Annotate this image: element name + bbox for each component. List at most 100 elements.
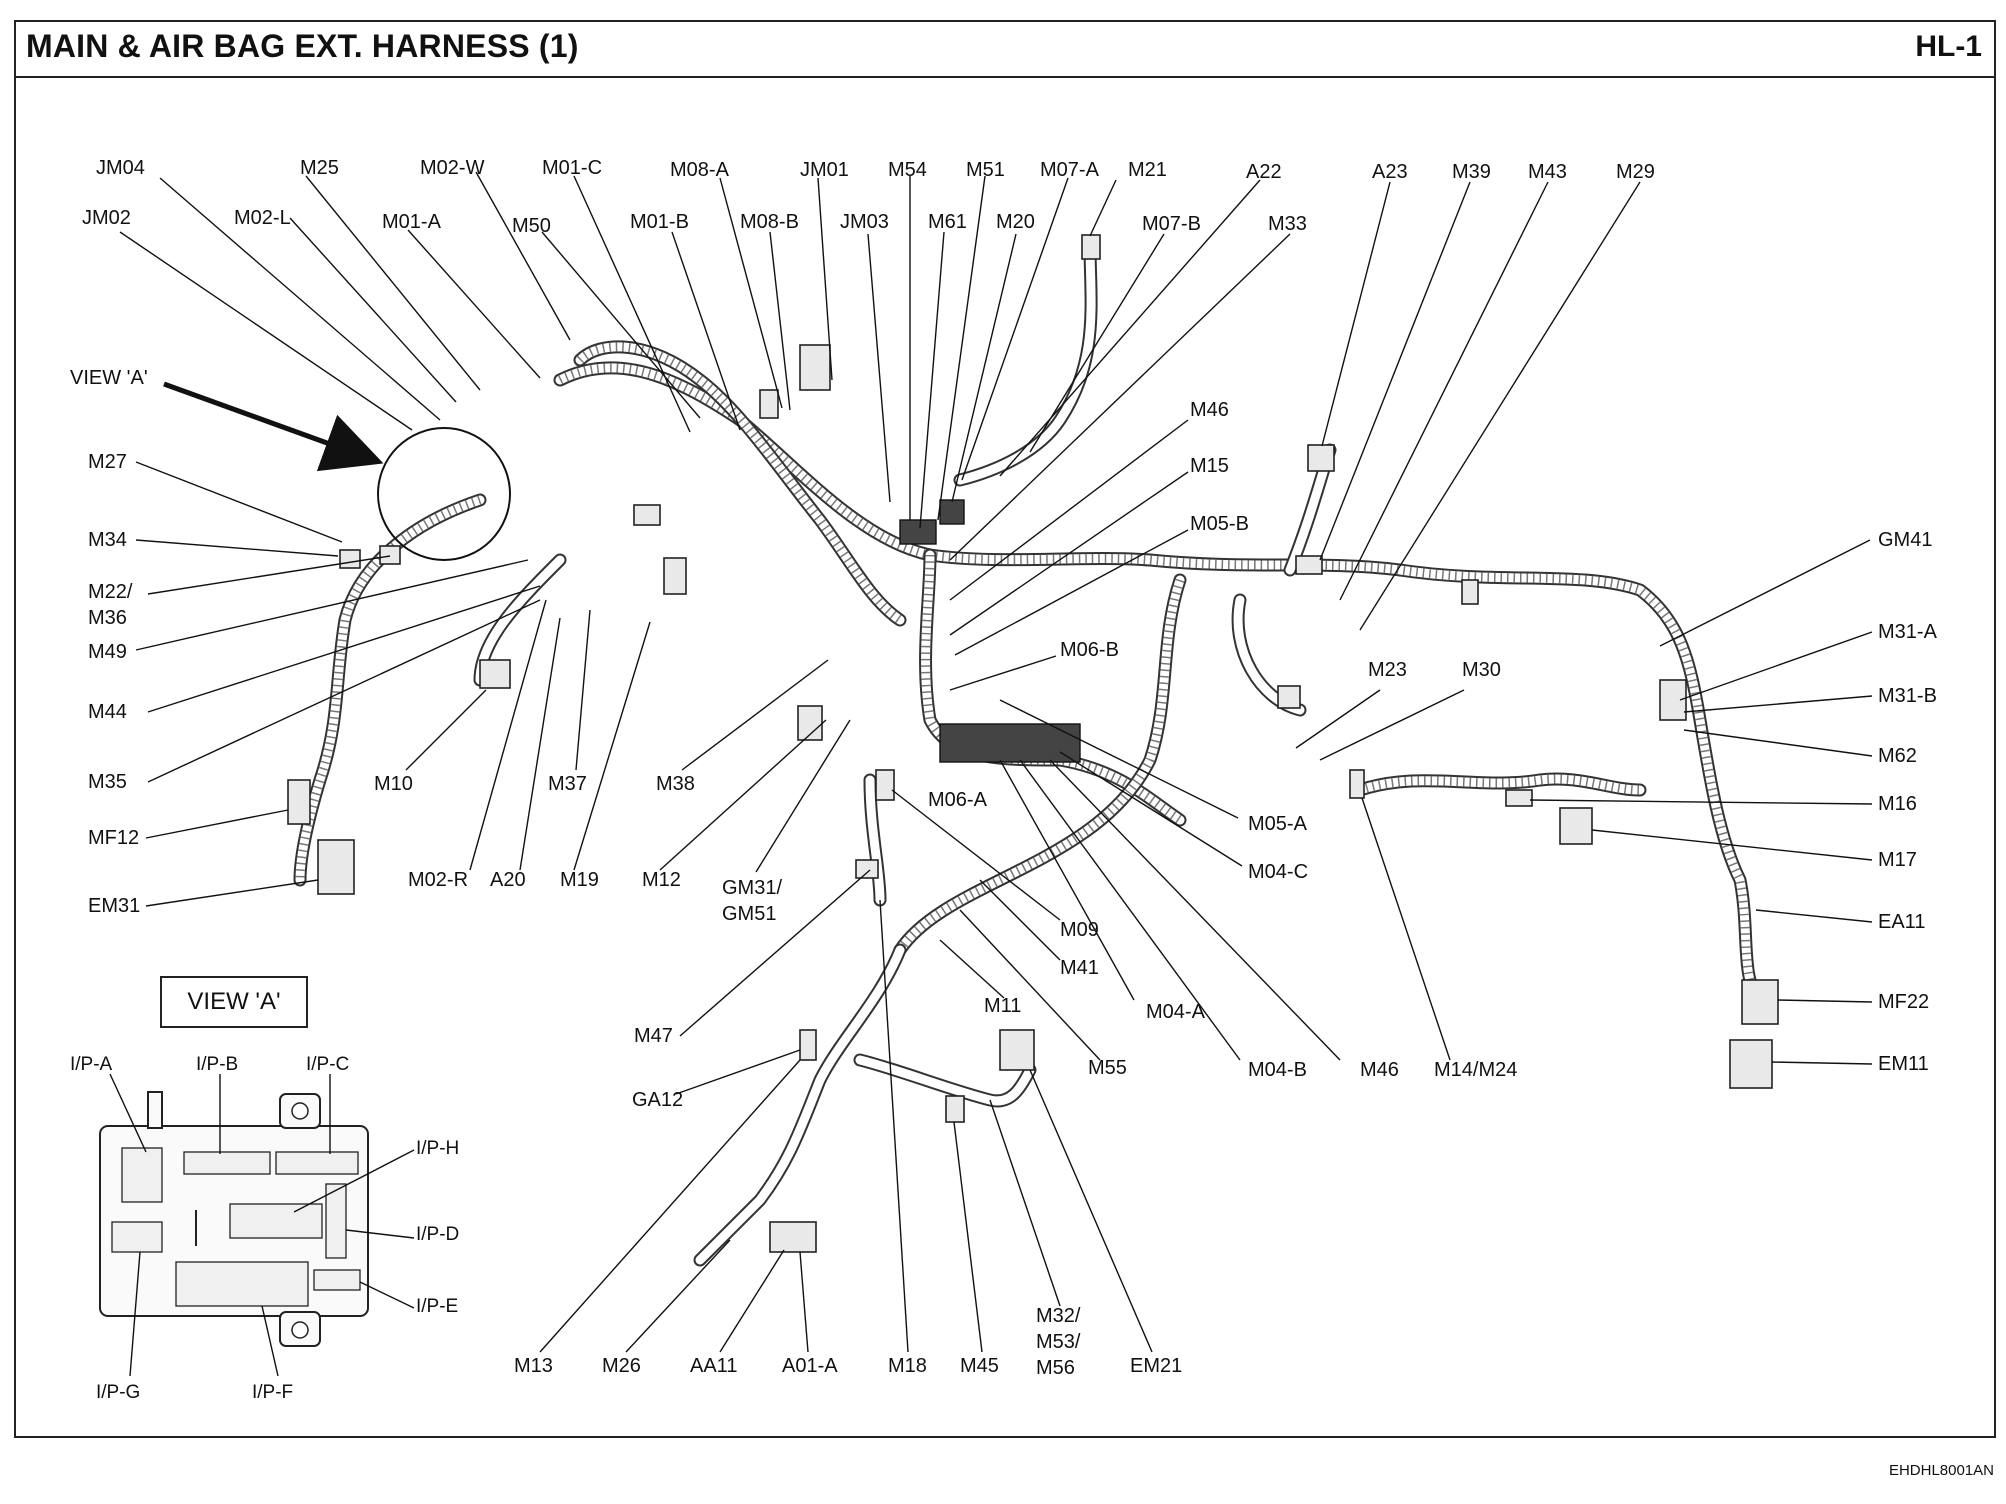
document-code: EHDHL8001AN [1888,1462,1994,1479]
connector-label: M37 [548,773,587,795]
view-a-arrow [163,381,384,472]
connector-label: JM03 [840,211,889,233]
connector-label: M07-A [1040,159,1100,181]
connector-label: M49 [88,641,127,663]
connector-label: JM02 [82,207,131,229]
connector-label: M44 [88,701,127,723]
junction-box [99,1073,415,1377]
connector-label: M12 [642,869,681,891]
title-bar: MAIN & AIR BAG EXT. HARNESS (1) HL-1 [14,20,1996,78]
connector-label: M02-W [420,157,485,179]
connector-label: M11 [984,995,1021,1017]
connector-label: M02-R [408,869,468,891]
connector-label: M45 [960,1355,999,1377]
connector-label: M54 [888,159,927,181]
connector-label: EM11 [1878,1053,1929,1075]
connector-label: M34 [88,529,127,551]
jb-label: I/P-B [196,1054,238,1075]
connector-label: M26 [602,1355,641,1377]
page-title: MAIN & AIR BAG EXT. HARNESS (1) [26,28,579,64]
connector-label: M15 [1190,455,1229,477]
connector-label: M04-B [1248,1059,1307,1081]
jb-label: I/P-E [416,1296,458,1317]
connector-label: M08-B [740,211,799,233]
connector-label: M16 [1878,793,1917,815]
connector-label: M10 [374,773,413,795]
connector-label: M30 [1462,659,1501,681]
connector-label: M18 [888,1355,927,1377]
connector-label: M04-A [1146,1001,1206,1023]
connector-label: GM31/ [722,877,782,899]
view-a-circle [377,427,511,561]
connector-label: M14/M24 [1434,1059,1517,1081]
connector-label: M55 [1088,1057,1127,1079]
jb-label: I/P-G [96,1382,140,1403]
connector-label: M01-A [382,211,442,233]
connector-label: EA11 [1878,911,1925,933]
connector-label: M62 [1878,745,1917,767]
connector-label: M47 [634,1025,673,1047]
connector-label: EM21 [1130,1355,1182,1377]
connector-label: M06-B [1060,639,1119,661]
connector-label: M13 [514,1355,553,1377]
connector-label: M02-L [234,207,291,229]
connector-label: M17 [1878,849,1917,871]
connectors [287,234,1779,1253]
page-id: HL-1 [1915,30,1982,63]
jb-label: I/P-C [306,1054,349,1075]
connector-label: M33 [1268,213,1307,235]
connector-label: M51 [966,159,1005,181]
connector-label: M46 [1360,1059,1399,1081]
connector-label: M21 [1128,159,1167,181]
connector-label: M19 [560,869,599,891]
connector-label: M09 [1060,919,1099,941]
connector-label: M06-A [928,789,988,811]
connector-label: GM41 [1878,529,1932,551]
connector-label: M22/ [88,581,133,603]
connector-label: M25 [300,157,339,179]
connector-label: M20 [996,211,1035,233]
connector-label: A20 [490,869,526,891]
page-frame [14,20,1996,1438]
connector-label: M56 [1036,1357,1075,1379]
connector-label: M01-C [542,157,602,179]
connector-label: M36 [88,607,127,629]
connector-label: A01-A [782,1355,838,1377]
connector-label: M31-A [1878,621,1938,643]
connector-label: MF12 [88,827,139,849]
connector-labels: JM04 M25 M02-W M01-C M08-A JM01 M54 M51 … [70,157,1938,1403]
connector-label: M46 [1190,399,1229,421]
connector-label: M04-C [1248,861,1308,883]
jb-label: I/P-D [416,1224,459,1245]
connector-label: M41 [1060,957,1099,979]
connector-label: JM01 [800,159,849,181]
connector-label: M32/ [1036,1305,1081,1327]
connector-label: M39 [1452,161,1491,183]
connector-label: M05-A [1248,813,1308,835]
view-a-label: VIEW 'A' [70,367,148,389]
connector-label: M35 [88,771,127,793]
leader-lines [119,171,1873,1353]
connector-label: M38 [656,773,695,795]
connector-label: A23 [1372,161,1408,183]
connector-label: M43 [1528,161,1567,183]
connector-label: AA11 [690,1355,737,1377]
jb-label: I/P-H [416,1138,459,1159]
view-a-box-label: VIEW 'A' [160,976,308,1028]
connector-label: M07-B [1142,213,1201,235]
connector-label: M53/ [1036,1331,1081,1353]
connector-label: EM31 [88,895,140,917]
connector-label: M27 [88,451,127,473]
connector-label: M61 [928,211,967,233]
connector-label: A22 [1246,161,1282,183]
connector-label: M08-A [670,159,730,181]
connector-label: M23 [1368,659,1407,681]
connector-label: M01-B [630,211,689,233]
jb-label: I/P-A [70,1054,113,1075]
connector-label: MF22 [1878,991,1929,1013]
connector-label: GA12 [632,1089,683,1111]
connector-label: M31-B [1878,685,1937,707]
connector-label: GM51 [722,903,776,925]
connector-label: M29 [1616,161,1655,183]
